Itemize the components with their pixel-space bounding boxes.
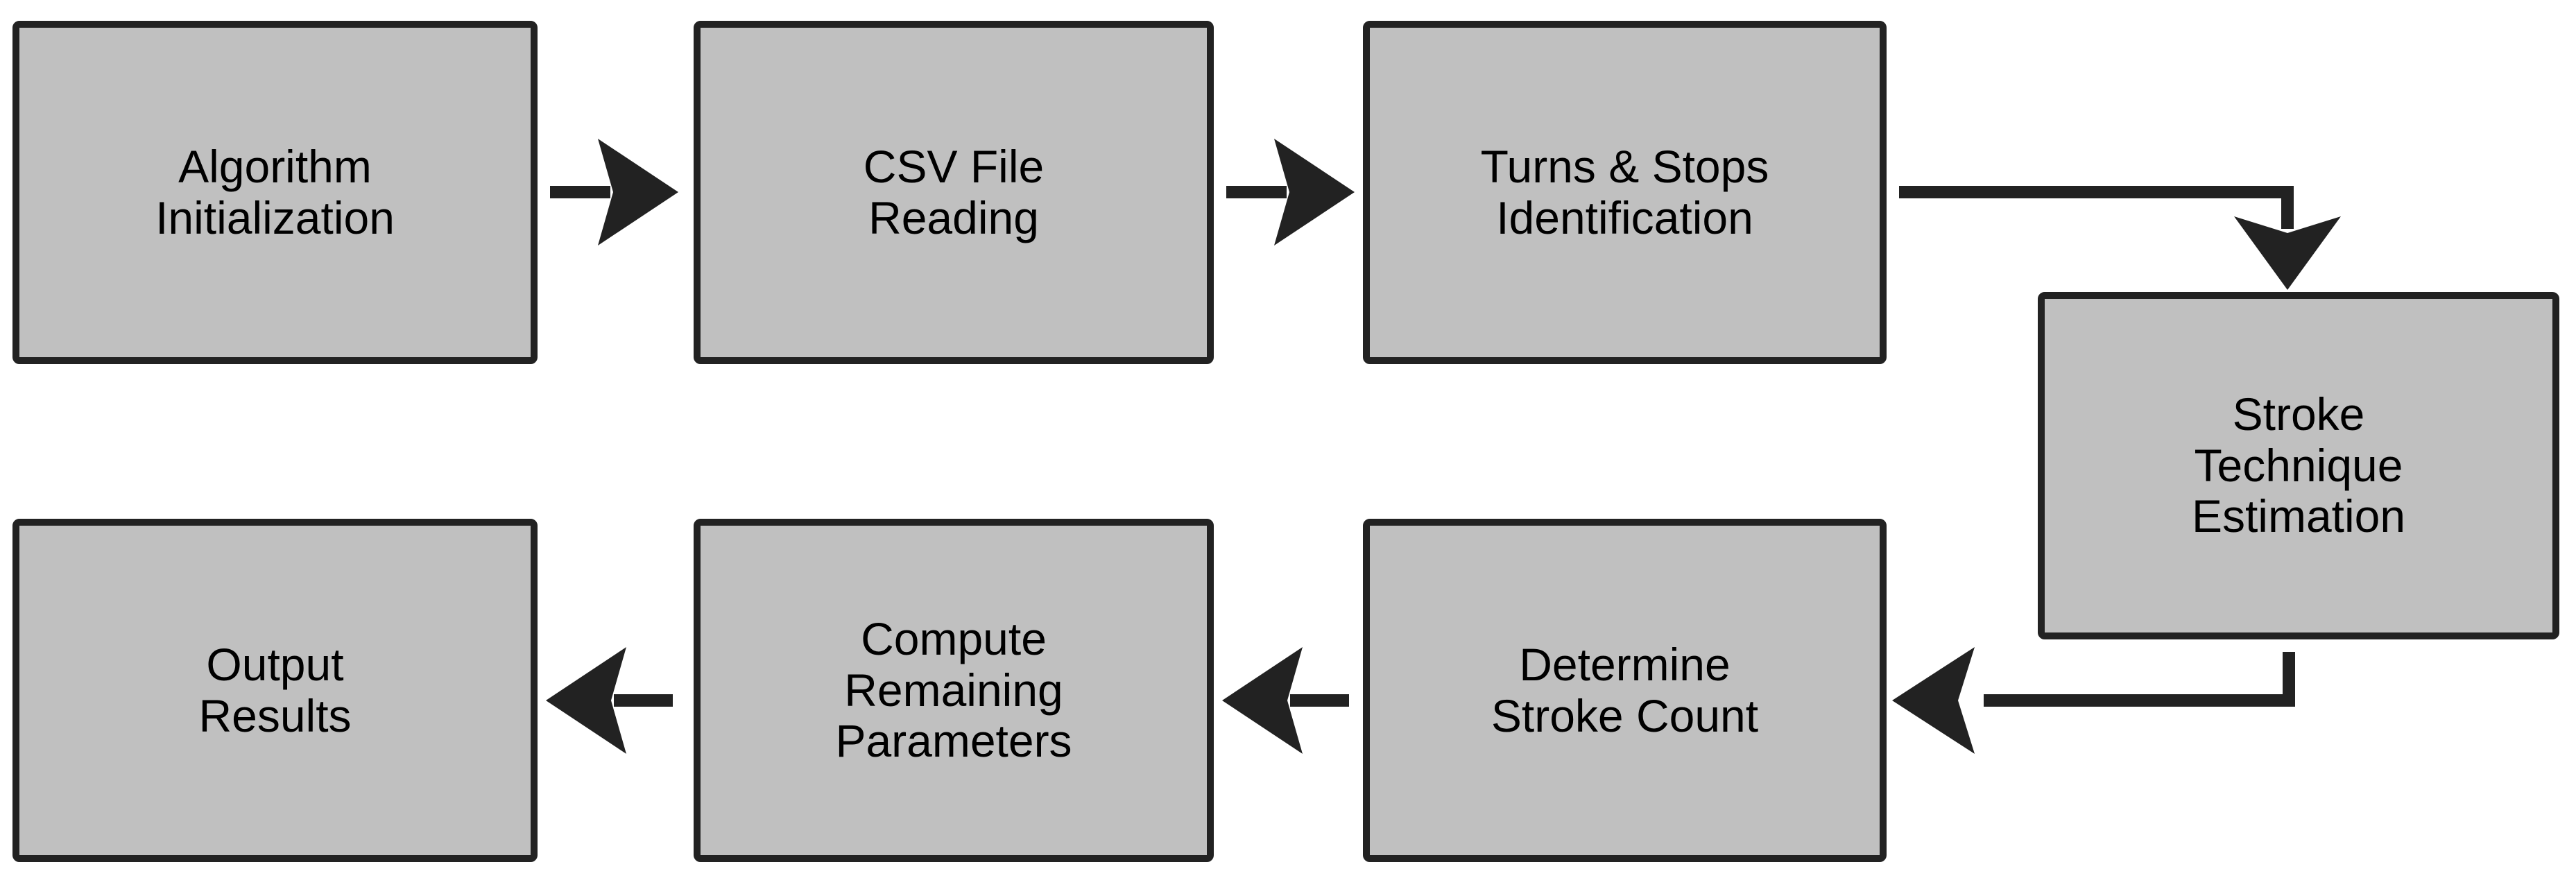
edge-compute-to-output [546,647,673,754]
node-output-results[interactable]: Output Results [12,519,538,862]
node-label-stroke-technique-estimation: Stroke Technique Estimation [2191,388,2406,542]
node-determine-stroke-count[interactable]: Determine Stroke Count [1363,519,1887,862]
node-label-turns-stops-identification: Turns & Stops Identification [1480,140,1769,243]
node-csv-file-reading[interactable]: CSV File Reading [694,21,1214,364]
edge-stroke-technique-to-count [1892,647,2295,754]
node-turns-stops-identification[interactable]: Turns & Stops Identification [1363,21,1887,364]
node-stroke-technique-estimation[interactable]: Stroke Technique Estimation [2038,292,2559,639]
node-label-compute-remaining-parameters: Compute Remaining Parameters [835,612,1072,767]
node-compute-remaining-parameters[interactable]: Compute Remaining Parameters [694,519,1214,862]
node-label-determine-stroke-count: Determine Stroke Count [1491,638,1759,741]
edge-init-to-csv [550,139,678,246]
node-label-csv-file-reading: CSV File Reading [863,140,1045,243]
node-label-algorithm-initialization: Algorithm Initialization [155,140,395,243]
node-label-output-results: Output Results [198,638,352,741]
edge-count-to-compute [1222,647,1349,754]
edge-csv-to-turns [1226,139,1355,246]
edge-turns-to-stroke-technique [1899,186,2341,290]
node-algorithm-initialization[interactable]: Algorithm Initialization [12,21,538,364]
